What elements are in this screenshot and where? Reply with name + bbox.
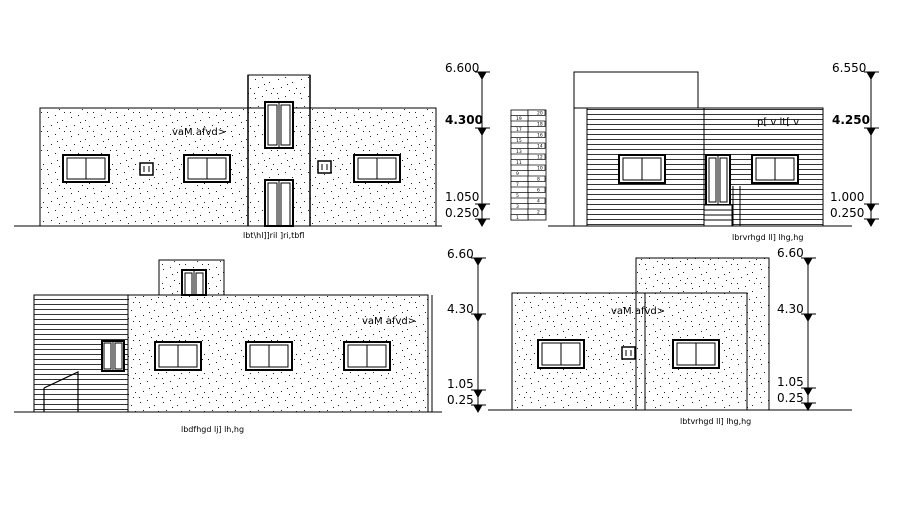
- stair-step: [527, 153, 546, 160]
- stair-step: [527, 208, 546, 215]
- stair-step-number: 13: [516, 149, 522, 155]
- stair-step: [510, 115, 529, 122]
- stair-step-number: 3: [516, 204, 519, 210]
- stair-step: [527, 109, 546, 116]
- stair-step: [510, 126, 529, 133]
- level-label: 6.600: [445, 61, 479, 75]
- level-dimension: [864, 71, 879, 228]
- stair-step: [510, 137, 529, 144]
- stair-step-number: 6: [537, 188, 540, 194]
- level-dimension: [801, 257, 816, 412]
- level-label: 0.250: [445, 206, 479, 220]
- level-dimension: [475, 71, 490, 228]
- wall-label: vaM afvd>: [611, 306, 665, 317]
- level-label: 0.25: [447, 393, 474, 407]
- level-label: 1.05: [777, 375, 804, 389]
- stair-step: [510, 214, 529, 221]
- stair-step-number: 2: [537, 210, 540, 216]
- stair-step: [510, 203, 529, 210]
- stair-step: [510, 192, 529, 199]
- level-label: 6.60: [777, 246, 804, 260]
- level-label: 4.300: [445, 113, 483, 127]
- level-label: 4.250: [832, 113, 870, 127]
- stair-step-number: 10: [537, 166, 543, 172]
- upper-volume: [573, 71, 699, 109]
- stair-step-number: 14: [537, 144, 543, 150]
- stair-step-number: 17: [516, 127, 522, 133]
- stair-step: [510, 148, 529, 155]
- stair-step-number: 18: [537, 122, 543, 128]
- stair-step-number: 4: [537, 199, 540, 205]
- stair-step-number: 9: [516, 171, 519, 177]
- level-dimension: [471, 257, 486, 414]
- stair-step-number: 7: [516, 182, 519, 188]
- stair-step: [527, 164, 546, 171]
- stair-step: [527, 142, 546, 149]
- stair-step-number: 1: [516, 215, 519, 221]
- level-label: 6.550: [832, 61, 866, 75]
- level-label: 4.30: [777, 302, 804, 316]
- stair-steps: 20 19 18 17 16 15 14 13 12 11 10 9 8 7 6 5 4 3 2 1: [510, 109, 546, 221]
- level-label: 1.05: [447, 377, 474, 391]
- level-label: 6.60: [447, 247, 474, 261]
- stair-step: [527, 120, 546, 127]
- wall-label: vaM afvd>: [172, 127, 226, 138]
- stair-step: [527, 175, 546, 182]
- stair-step: [527, 197, 546, 204]
- level-label: 4.30: [447, 302, 474, 316]
- stair-railing: [43, 371, 79, 412]
- elevation-4: [488, 257, 852, 411]
- stair-step: [527, 131, 546, 138]
- level-label: 0.25: [777, 391, 804, 405]
- elevation-caption: lbdfhgd lj] lh,hg: [181, 425, 244, 434]
- elevation-caption: lbtvrhgd ll] lhg,hg: [680, 417, 751, 426]
- elevation-2: [548, 71, 852, 227]
- elevation-3: [14, 259, 442, 413]
- wall-label: p[ v lt[ v: [757, 117, 799, 128]
- stair-step: [510, 170, 529, 177]
- elevation-caption: lbrvrhgd ll] lhg,hg: [732, 233, 803, 242]
- stair-step-number: 5: [516, 193, 519, 199]
- wall-label: vaM afvd>: [362, 316, 416, 327]
- level-label: 0.250: [830, 206, 864, 220]
- elevation-1: [14, 74, 442, 227]
- level-label: 1.000: [830, 190, 864, 204]
- vent: [621, 346, 636, 360]
- stair-step-number: 11: [516, 160, 522, 166]
- stair-step: [527, 186, 546, 193]
- stair-step-number: 19: [516, 116, 522, 122]
- stair-step-number: 8: [537, 177, 540, 183]
- elevation-caption: lbt\hl]]ril ]ri,tbfl: [243, 231, 304, 240]
- level-label: 1.050: [445, 190, 479, 204]
- stair-step-number: 20: [537, 111, 543, 117]
- stair-step: [510, 159, 529, 166]
- stair-step-number: 12: [537, 155, 543, 161]
- stair-step: [510, 181, 529, 188]
- stair-step-number: 16: [537, 133, 543, 139]
- vent: [317, 160, 332, 174]
- stair-step-number: 15: [516, 138, 522, 144]
- vent: [139, 162, 154, 176]
